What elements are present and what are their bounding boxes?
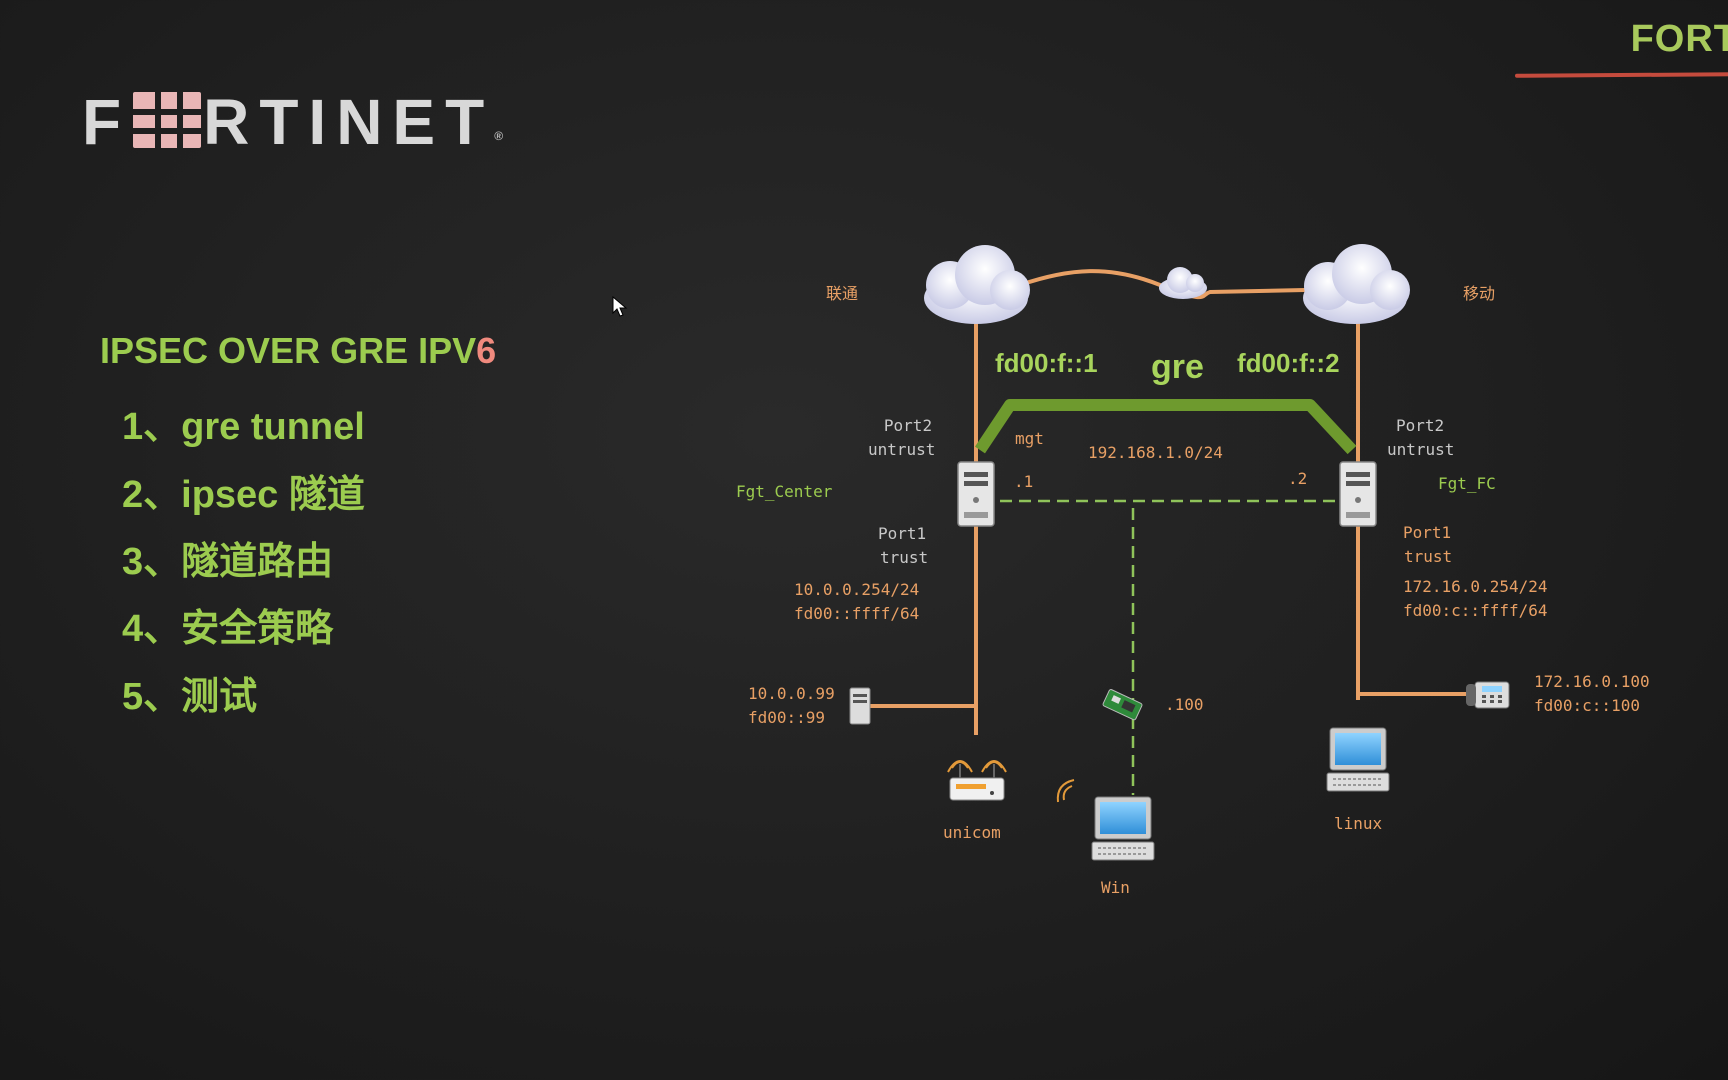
cloud-right-icon: [1303, 244, 1410, 324]
slide-title: IPSEC OVER GRE IPV6: [100, 330, 496, 372]
ip-phone-icon: [1466, 681, 1510, 709]
right-port2-zone: untrust: [1387, 440, 1455, 459]
wifi-icon: [1056, 779, 1075, 803]
win-label: Win: [1101, 878, 1130, 897]
mgt-host-ip: .100: [1165, 695, 1204, 714]
left-firewall-name: Fgt_Center: [736, 482, 833, 501]
right-port2-label: Port2: [1396, 416, 1445, 435]
cloud-left-icon: [924, 245, 1030, 324]
tunnel-label: gre: [1151, 348, 1204, 386]
step-3: 3、隧道路由: [122, 541, 334, 583]
isp-right-label: 移动: [1463, 284, 1496, 303]
left-port2-label: Port2: [883, 416, 933, 435]
right-firewall-icon: [1339, 461, 1377, 527]
gre-tunnel: [975, 399, 1357, 455]
slide-title-accent: 6: [476, 330, 497, 371]
fortinet-logo: F RTINET®: [82, 88, 522, 156]
left-host-ipv4: 10.0.0.99: [748, 684, 835, 703]
network-card-icon: [1102, 689, 1143, 721]
right-fw-ipv4: 172.16.0.254/24: [1403, 577, 1548, 596]
logo-letters: RTINET: [203, 86, 495, 158]
right-host-ipv6: fd00:c::100: [1534, 696, 1640, 715]
right-mgt-ip: .2: [1288, 469, 1308, 488]
left-firewall-icon: [957, 461, 995, 527]
logo-letter-f: F: [82, 86, 132, 158]
left-host-server-icon: [849, 687, 871, 725]
right-fw-ipv6: fd00:c::ffff/64: [1403, 601, 1548, 620]
left-port2-zone: untrust: [868, 440, 936, 459]
linux-label: linux: [1334, 814, 1383, 833]
left-host-ipv6: fd00::99: [748, 708, 826, 727]
right-firewall-name: Fgt_FC: [1438, 474, 1496, 493]
tunnel-left-ip: fd00:f::1: [995, 348, 1098, 378]
corner-title: FORT: [1630, 18, 1728, 60]
right-port1-zone: trust: [1404, 547, 1453, 566]
right-host-ipv4: 172.16.0.100: [1534, 672, 1650, 691]
left-fw-ipv4: 10.0.0.254/24: [794, 580, 920, 599]
registered-mark: ®: [494, 129, 504, 143]
mgt-network-label: 192.168.1.0/24: [1088, 443, 1223, 462]
linux-computer-icon: [1326, 727, 1390, 792]
mouse-cursor-icon: [612, 296, 628, 317]
step-1: 1、gre tunnel: [122, 406, 365, 448]
left-fw-ipv6: fd00::ffff/64: [794, 604, 920, 623]
isp-left-label: 联通: [826, 284, 859, 303]
left-mgt-ip: .1: [1014, 472, 1034, 491]
tunnel-right-ip: fd00:f::2: [1237, 348, 1340, 378]
cloud-small-icon: [1159, 267, 1207, 299]
router-label: unicom: [943, 823, 1001, 842]
step-5: 5、测试: [122, 676, 258, 718]
win-computer-icon: [1091, 796, 1155, 861]
logo-grid-icon: [133, 92, 202, 148]
mgt-label: mgt: [1015, 429, 1044, 448]
slide-title-main: IPSEC OVER GRE IPV: [100, 330, 477, 371]
left-port1-label: Port1: [878, 524, 927, 543]
isp-link: [1019, 269, 1306, 300]
router-icon: [947, 760, 1007, 801]
right-port1-label: Port1: [1403, 523, 1452, 542]
step-4: 4、安全策略: [122, 608, 334, 650]
left-port1-zone: trust: [880, 548, 929, 567]
step-2: 2、ipsec 隧道: [122, 474, 365, 516]
